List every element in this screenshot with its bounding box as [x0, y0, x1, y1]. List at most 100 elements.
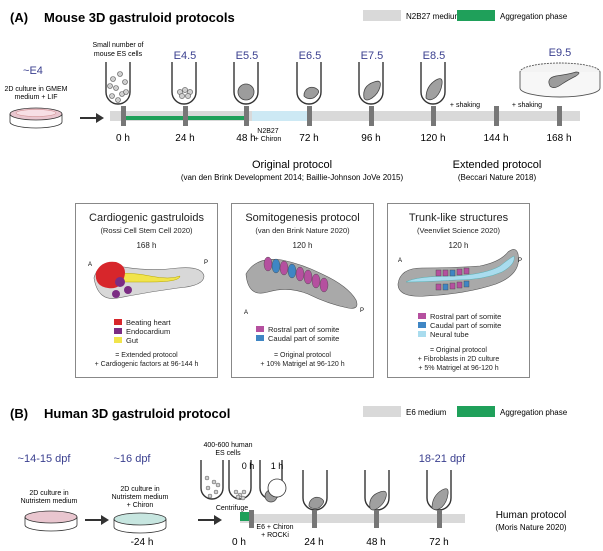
petri-dish-icon — [9, 107, 63, 129]
culture-note: Nutristem medium — [21, 498, 78, 505]
e6-chiron-label-2: + ROCKi — [261, 532, 289, 539]
human-protocol-ref: (Moris Nature 2020) — [495, 523, 566, 532]
time-label: 144 h — [483, 133, 508, 144]
time-label: 168 h — [546, 133, 571, 144]
aggregate-icon — [237, 83, 255, 101]
gastruloid-icon — [308, 496, 325, 510]
centrifuge-label: Centrifuge — [216, 505, 248, 512]
panel-a-title: Mouse 3D gastruloid protocols — [44, 10, 235, 25]
e6-chiron-label-1: E6 + Chiron — [256, 524, 293, 531]
legend-label: Rostral part of somite — [268, 325, 340, 334]
legend-label: Rostral part of somite — [430, 312, 502, 321]
box-foot: = Extended protocol — [115, 352, 178, 359]
stage-label: E7.5 — [361, 50, 384, 62]
petri-dish-icon — [24, 510, 78, 532]
legend-item: Caudal part of somite — [256, 334, 339, 343]
time-label: 0 h — [116, 133, 130, 144]
extended-protocol-title: Extended protocol — [453, 159, 542, 171]
trunk-like-structure-illustration: A P — [397, 249, 522, 297]
time-label: 120 h — [420, 133, 445, 144]
stage-label: E4.5 — [174, 50, 197, 62]
gastruloid-icon — [303, 86, 320, 100]
arrow-icon — [80, 113, 104, 123]
box-time: 120 h — [448, 241, 469, 250]
somitogenesis-gastruloid-illustration: A P — [244, 256, 364, 316]
box-title: Cardiogenic gastruloids — [89, 212, 204, 224]
timeline-chiron-bar — [252, 111, 310, 121]
hour-label: 1 h — [271, 461, 284, 471]
time-label: 96 h — [361, 133, 380, 144]
legend-swatch — [418, 331, 426, 337]
anterior-marker: A — [88, 262, 92, 268]
legend-label: Neural tube — [430, 330, 469, 339]
legend-aggregation-swatch — [457, 406, 495, 417]
es-cells-note-2: ES cells — [215, 450, 241, 457]
culture-note: + Chiron — [127, 502, 154, 509]
box-ref: (van den Brink Nature 2020) — [255, 226, 350, 235]
stage-label: ~E4 — [23, 65, 43, 77]
posterior-marker: P — [360, 308, 364, 314]
hour-label: 0 h — [242, 461, 255, 471]
culture-note: 2D culture in — [29, 490, 68, 497]
arrow-icon — [85, 515, 109, 525]
legend-medium-label: E6 medium — [406, 408, 447, 417]
panel-b-label: (B) — [10, 406, 28, 421]
box-time: 168 h — [136, 241, 157, 250]
legend-swatch — [114, 328, 122, 334]
protocol-box-cardiogenic: Cardiogenic gastruloids (Rossi Cell Stem… — [75, 203, 218, 378]
legend-item: Endocardium — [114, 327, 171, 336]
box-foot: + 10% Matrigel at 96-120 h — [260, 361, 345, 368]
legend-item: Caudal part of somite — [418, 321, 501, 330]
es-cells-note-1: Small number of — [93, 42, 144, 49]
box-foot: = Original protocol — [273, 352, 331, 359]
box-time: 120 h — [292, 241, 313, 250]
stage-label: E9.5 — [549, 47, 572, 59]
box-foot: + 5% Matrigel at 96-120 h — [418, 365, 499, 372]
posterior-marker: P — [204, 260, 208, 266]
legend-aggregation-swatch — [457, 10, 495, 21]
cardiogenic-gastruloid-illustration: A P — [88, 260, 208, 299]
stage-label: E6.5 — [299, 50, 322, 62]
legend-item: Rostral part of somite — [256, 325, 339, 334]
protocol-box-somitogenesis: Somitogenesis protocol (van den Brink Na… — [231, 203, 374, 378]
legend-medium-swatch — [363, 406, 401, 417]
legend-item: Beating heart — [114, 318, 171, 327]
culture-note: Nutristem medium — [112, 494, 169, 501]
box-foot: + Fibroblasts in 2D culture — [417, 356, 500, 363]
legend-item: Neural tube — [418, 330, 501, 339]
protocol-box-trunk-like: Trunk-like structures (Veenvliet Science… — [387, 203, 530, 378]
anterior-marker: A — [398, 258, 402, 264]
gastruloid-icon — [363, 80, 381, 101]
cell-aggregate-icons — [204, 475, 247, 501]
legend-swatch — [418, 322, 426, 328]
n2b27-label-2: + Chiron — [255, 136, 282, 143]
extended-protocol-refs: (Beccari Nature 2018) — [458, 173, 537, 182]
centrifuge-icon — [267, 478, 287, 498]
legend-swatch — [418, 313, 426, 319]
original-protocol-refs: (van den Brink Development 2014; Baillie… — [181, 173, 404, 182]
legend-medium-label: N2B27 medium — [406, 12, 461, 21]
culture-note-1: 2D culture in GMEM — [4, 86, 67, 93]
timeline-ticks — [249, 510, 442, 528]
legend-swatch — [114, 319, 122, 325]
legend-item: Rostral part of somite — [418, 312, 501, 321]
n2b27-label-1: N2B27 — [257, 128, 279, 135]
box-ref: (Rossi Cell Stem Cell 2020) — [100, 226, 193, 235]
legend-label: Beating heart — [126, 318, 171, 327]
well-icons — [105, 62, 446, 105]
stage-label: 18-21 dpf — [419, 453, 466, 465]
time-label: 24 h — [175, 133, 194, 144]
timeline-medium-bar — [110, 111, 580, 121]
panel-b-title: Human 3D gastruloid protocol — [44, 406, 230, 421]
box-legend: Rostral part of somite Caudal part of so… — [256, 325, 339, 343]
culture-note-2: medium + LIF — [15, 94, 58, 101]
time-label: 48 h — [236, 133, 255, 144]
time-label: 0 h — [232, 537, 246, 548]
stage-label: ~14-15 dpf — [18, 453, 72, 465]
time-label: 48 h — [366, 537, 385, 548]
shaking-label: + shaking — [450, 102, 480, 109]
legend-swatch — [256, 335, 264, 341]
legend-aggregation-label: Aggregation phase — [500, 12, 568, 21]
stage-label: E8.5 — [423, 50, 446, 62]
gastruloid-icon — [369, 490, 387, 511]
